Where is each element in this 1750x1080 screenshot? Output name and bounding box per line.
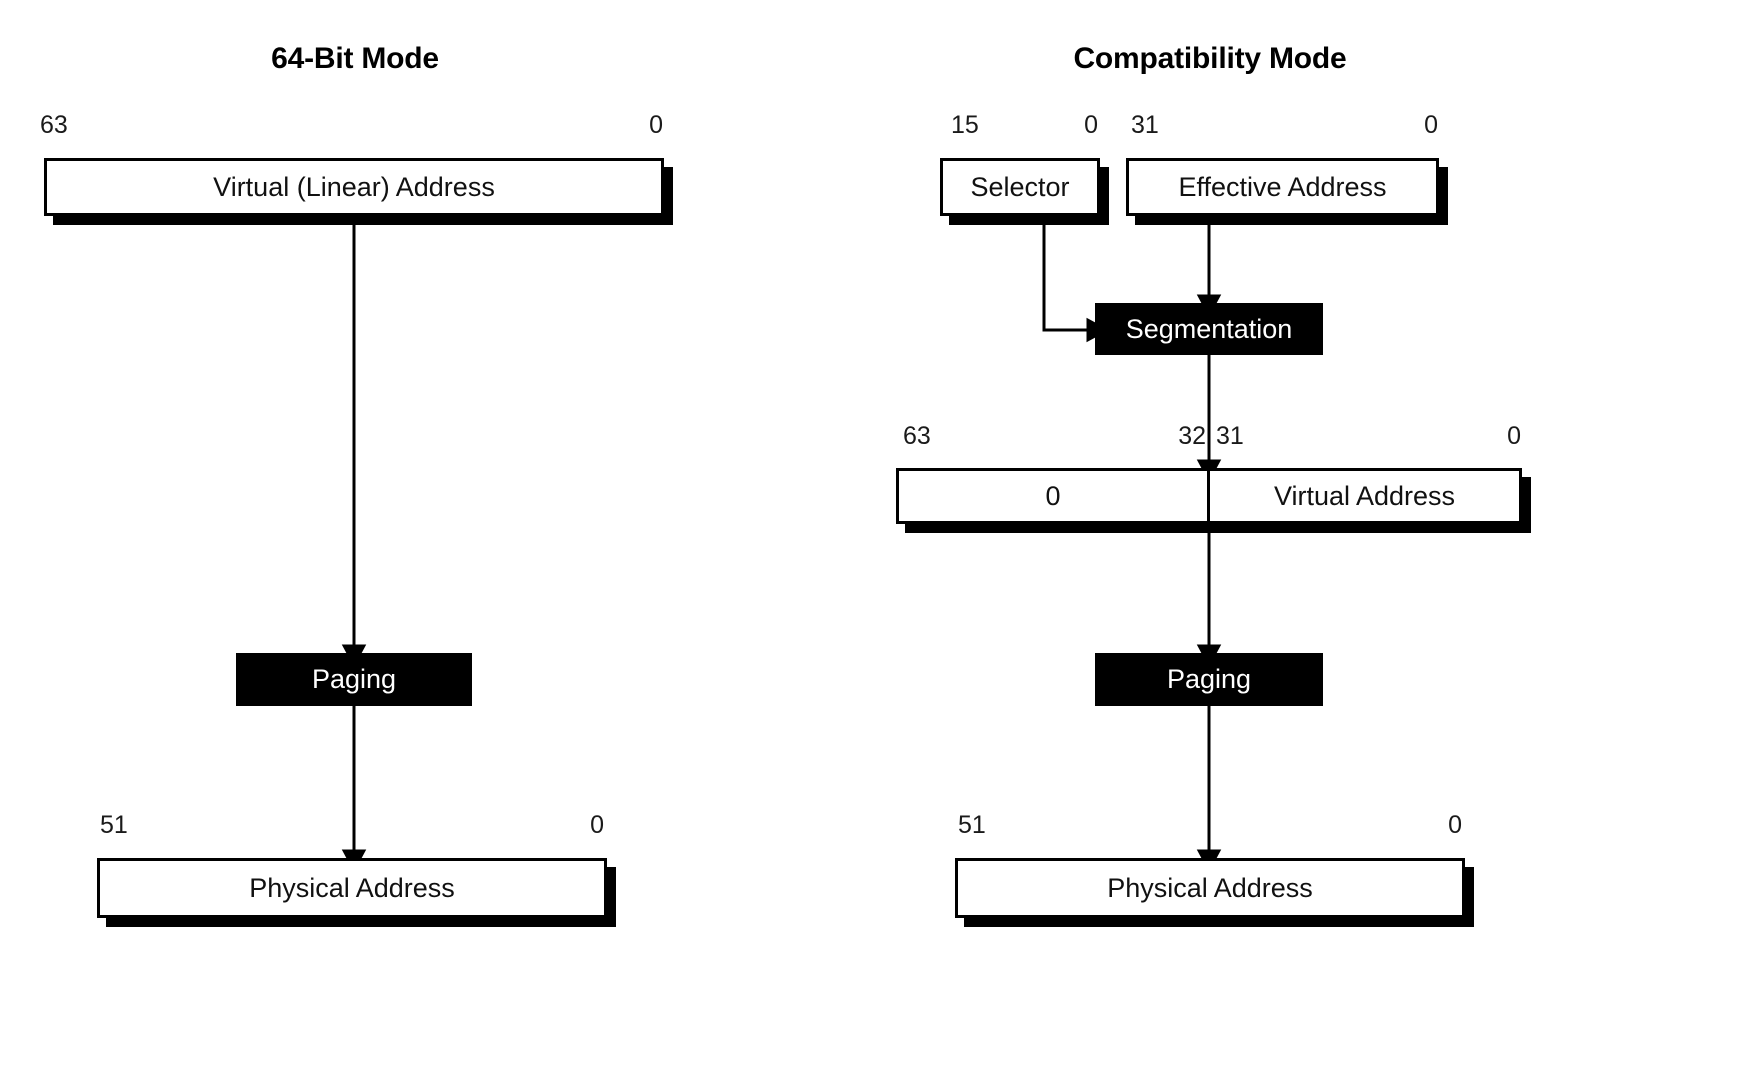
bit-label-right-physical-low: 0 <box>1448 811 1462 839</box>
bit-label-left-virtual-high: 63 <box>40 111 68 139</box>
box-virtual-address-split[interactable]: 0 Virtual Address <box>896 468 1522 524</box>
bit-label-right-virtual-31: 31 <box>1216 422 1244 450</box>
box-paging-left[interactable]: Paging <box>236 653 472 706</box>
bit-label-selector-high: 15 <box>951 111 979 139</box>
box-virtual-address-zero-cell[interactable]: 0 <box>899 471 1210 521</box>
box-segmentation-label: Segmentation <box>1125 313 1293 344</box>
box-selector[interactable]: Selector <box>940 158 1100 216</box>
bit-label-right-virtual-63: 63 <box>903 422 931 450</box>
column-title-64bit-mode: 64-Bit Mode <box>271 42 439 75</box>
bit-label-right-virtual-32: 32 <box>1178 422 1206 450</box>
bit-label-left-physical-low: 0 <box>590 811 604 839</box>
column-title-compatibility-mode: Compatibility Mode <box>1073 42 1347 75</box>
box-physical-address-left-label: Physical Address <box>249 872 455 903</box>
box-effective-address-label: Effective Address <box>1178 171 1387 202</box>
box-paging-right[interactable]: Paging <box>1095 653 1323 706</box>
box-virtual-address-label: Virtual Address <box>1273 480 1456 511</box>
connector-selector-to-segmentation <box>1042 216 1110 343</box>
bit-label-right-virtual-0: 0 <box>1507 422 1521 450</box>
bit-label-effective-high: 31 <box>1131 111 1159 139</box>
box-selector-label: Selector <box>970 171 1070 202</box>
bit-label-selector-low: 0 <box>1084 111 1098 139</box>
bit-label-left-virtual-low: 0 <box>649 111 663 139</box>
box-paging-left-label: Paging <box>311 664 397 694</box>
box-segmentation[interactable]: Segmentation <box>1095 303 1323 355</box>
box-paging-right-label: Paging <box>1166 664 1252 694</box>
bit-label-left-physical-high: 51 <box>100 811 128 839</box>
box-virtual-linear-address[interactable]: Virtual (Linear) Address <box>44 158 664 216</box>
bit-label-effective-low: 0 <box>1424 111 1438 139</box>
box-physical-address-right[interactable]: Physical Address <box>955 858 1465 918</box>
box-effective-address[interactable]: Effective Address <box>1126 158 1439 216</box>
box-physical-address-left[interactable]: Physical Address <box>97 858 607 918</box>
box-virtual-address-zero-label: 0 <box>1045 480 1061 511</box>
box-virtual-address-cell[interactable]: Virtual Address <box>1210 471 1519 521</box>
box-virtual-linear-address-label: Virtual (Linear) Address <box>213 171 495 202</box>
box-physical-address-right-label: Physical Address <box>1107 872 1313 903</box>
bit-label-right-physical-high: 51 <box>958 811 986 839</box>
